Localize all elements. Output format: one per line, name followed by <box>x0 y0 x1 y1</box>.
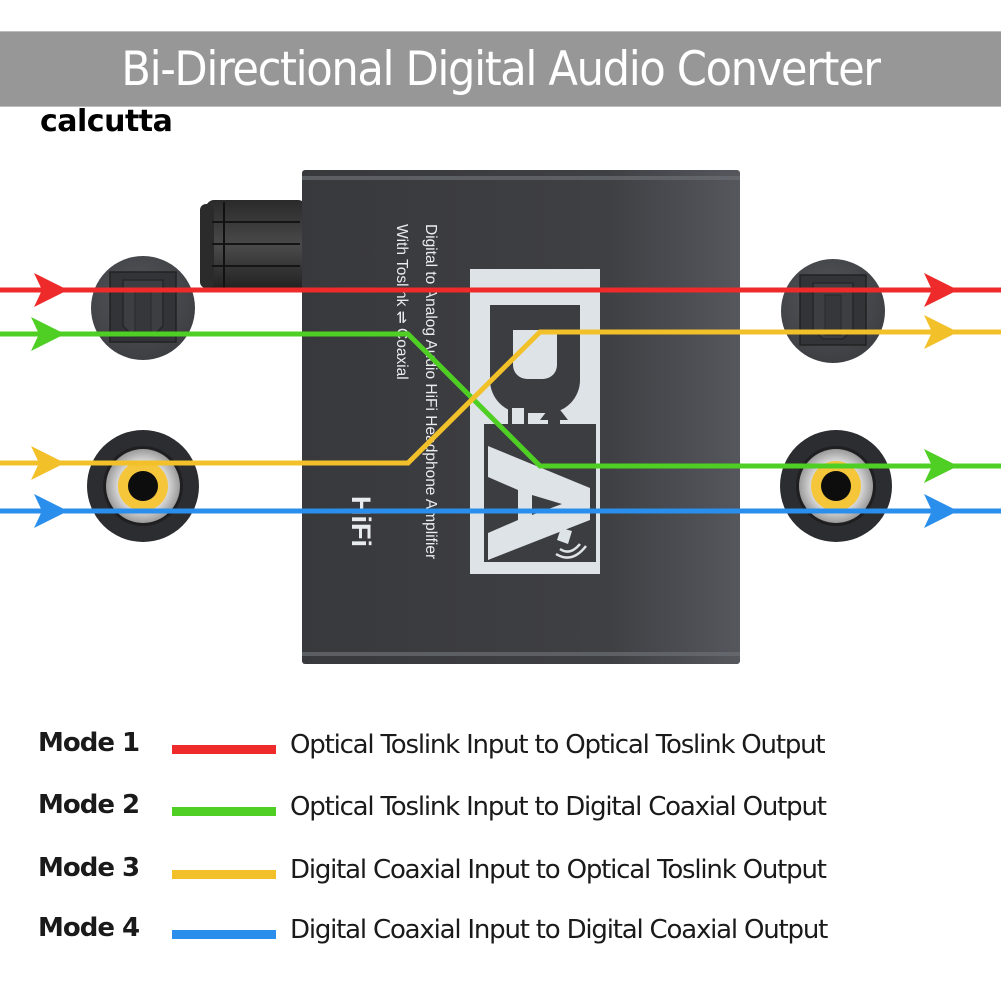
title-banner: Bi-Directional Digital Audio Converter <box>0 31 1001 107</box>
da-logo <box>470 269 600 574</box>
mode2-input-arrow-icon <box>31 317 65 351</box>
legend-description: Optical Toslink Input to Digital Coaxial… <box>290 792 827 822</box>
left-optical-port <box>91 256 195 360</box>
legend-color-swatch <box>172 745 276 754</box>
legend-color-swatch <box>172 930 276 939</box>
legend-row-mode4: Mode 4 Digital Coaxial Input to Digital … <box>0 913 1001 953</box>
legend-description: Optical Toslink Input to Optical Toslink… <box>290 730 826 760</box>
legend-mode-label: Mode 2 <box>38 790 140 820</box>
legend-description: Digital Coaxial Input to Optical Toslink… <box>290 855 827 885</box>
mode2-output-arrow-icon <box>924 449 958 483</box>
mode1-input-arrow-icon <box>34 273 68 307</box>
legend-mode-label: Mode 3 <box>38 853 140 883</box>
right-optical-port <box>781 259 885 363</box>
legend-color-swatch <box>172 870 276 879</box>
hifi-label: HiFi <box>346 496 376 547</box>
mode3-signal-line <box>0 329 1001 466</box>
legend-row-mode3: Mode 3 Digital Coaxial Input to Optical … <box>0 853 1001 893</box>
legend-row-mode2: Mode 2 Optical Toslink Input to Digital … <box>0 790 1001 830</box>
right-coaxial-port <box>780 430 892 542</box>
mode3-input-arrow-icon <box>31 446 65 480</box>
brand-watermark: calcutta <box>40 104 173 139</box>
mode3-output-arrow-icon <box>924 315 958 349</box>
legend-color-swatch <box>172 807 276 816</box>
device-label-line1: Digital to Analog Audio HiFi Headphone A… <box>422 224 439 559</box>
mode4-input-arrow-icon <box>34 494 68 528</box>
mode4-output-arrow-icon <box>924 494 958 528</box>
legend-row-mode1: Mode 1 Optical Toslink Input to Optical … <box>0 728 1001 768</box>
device-label-line2: With Toslink ⇌ Coaxial <box>393 224 410 380</box>
legend-mode-label: Mode 4 <box>38 913 140 943</box>
mode1-output-arrow-icon <box>924 273 958 307</box>
signal-lines <box>0 287 1001 514</box>
legend-description: Digital Coaxial Input to Digital Coaxial… <box>290 915 828 945</box>
legend-mode-label: Mode 1 <box>38 728 140 758</box>
page-title: Bi-Directional Digital Audio Converter <box>121 42 881 97</box>
volume-knob <box>200 200 306 292</box>
left-coaxial-port <box>87 430 199 542</box>
